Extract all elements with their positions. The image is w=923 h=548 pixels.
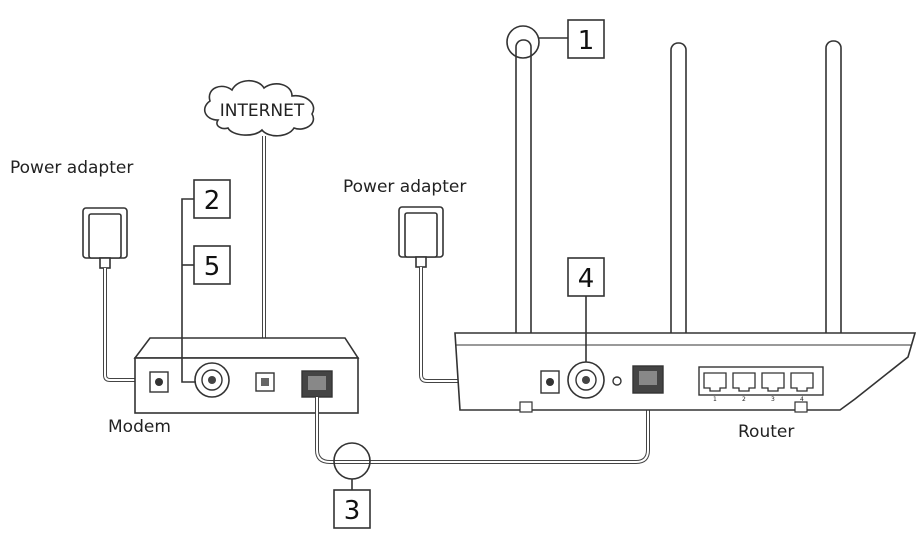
router-label: Router [738, 422, 794, 442]
router-lan-port-number: 4 [800, 396, 804, 403]
router-lan-port-2 [732, 372, 756, 392]
step-3-callout: 3 [333, 489, 371, 529]
router-lan-port-number: 3 [771, 396, 775, 403]
step-2-5-leader [181, 198, 196, 383]
cloud-shape-icon [203, 79, 315, 137]
modem-device [133, 337, 360, 414]
modem-power-cable [103, 268, 150, 382]
step-4-number: 4 [578, 264, 595, 294]
router-lan-port-number: 2 [742, 396, 746, 403]
modem-label: Modem [108, 417, 171, 437]
step-1-callout: 1 [567, 19, 605, 59]
modem-power-adapter-label: Power adapter [10, 158, 133, 178]
modem-power-adapter-icon [82, 207, 128, 269]
router-lan-ports [703, 372, 814, 392]
internet-cloud: INTERNET [203, 79, 315, 137]
internet-label: INTERNET [220, 101, 305, 121]
router-lan-port-4 [790, 372, 814, 392]
step-1-highlight-circle [506, 25, 540, 59]
router-power-adapter-label: Power adapter [343, 177, 466, 197]
router-device: 1 2 3 4 [454, 39, 917, 413]
ethernet-cable [315, 390, 650, 464]
router-lan-port-3 [761, 372, 785, 392]
router-wan-port [632, 365, 664, 394]
router-lan-port-number: 1 [713, 396, 717, 403]
router-antenna-middle [670, 42, 687, 349]
router-antenna-left [515, 39, 532, 361]
step-1-number: 1 [578, 26, 595, 56]
step-2-callout: 2 [193, 179, 231, 219]
router-lan-port-1 [703, 372, 727, 392]
step-3-number: 3 [344, 496, 361, 526]
router-antenna-right [825, 40, 842, 349]
router-power-adapter-icon [398, 206, 444, 268]
step-4-callout: 4 [567, 257, 605, 297]
router-reset-hole [612, 376, 622, 386]
modem-top [133, 337, 360, 359]
step-5-number: 5 [204, 252, 221, 282]
step-5-callout: 5 [193, 245, 231, 285]
router-power-cable [419, 267, 540, 383]
step-2-number: 2 [204, 186, 221, 216]
